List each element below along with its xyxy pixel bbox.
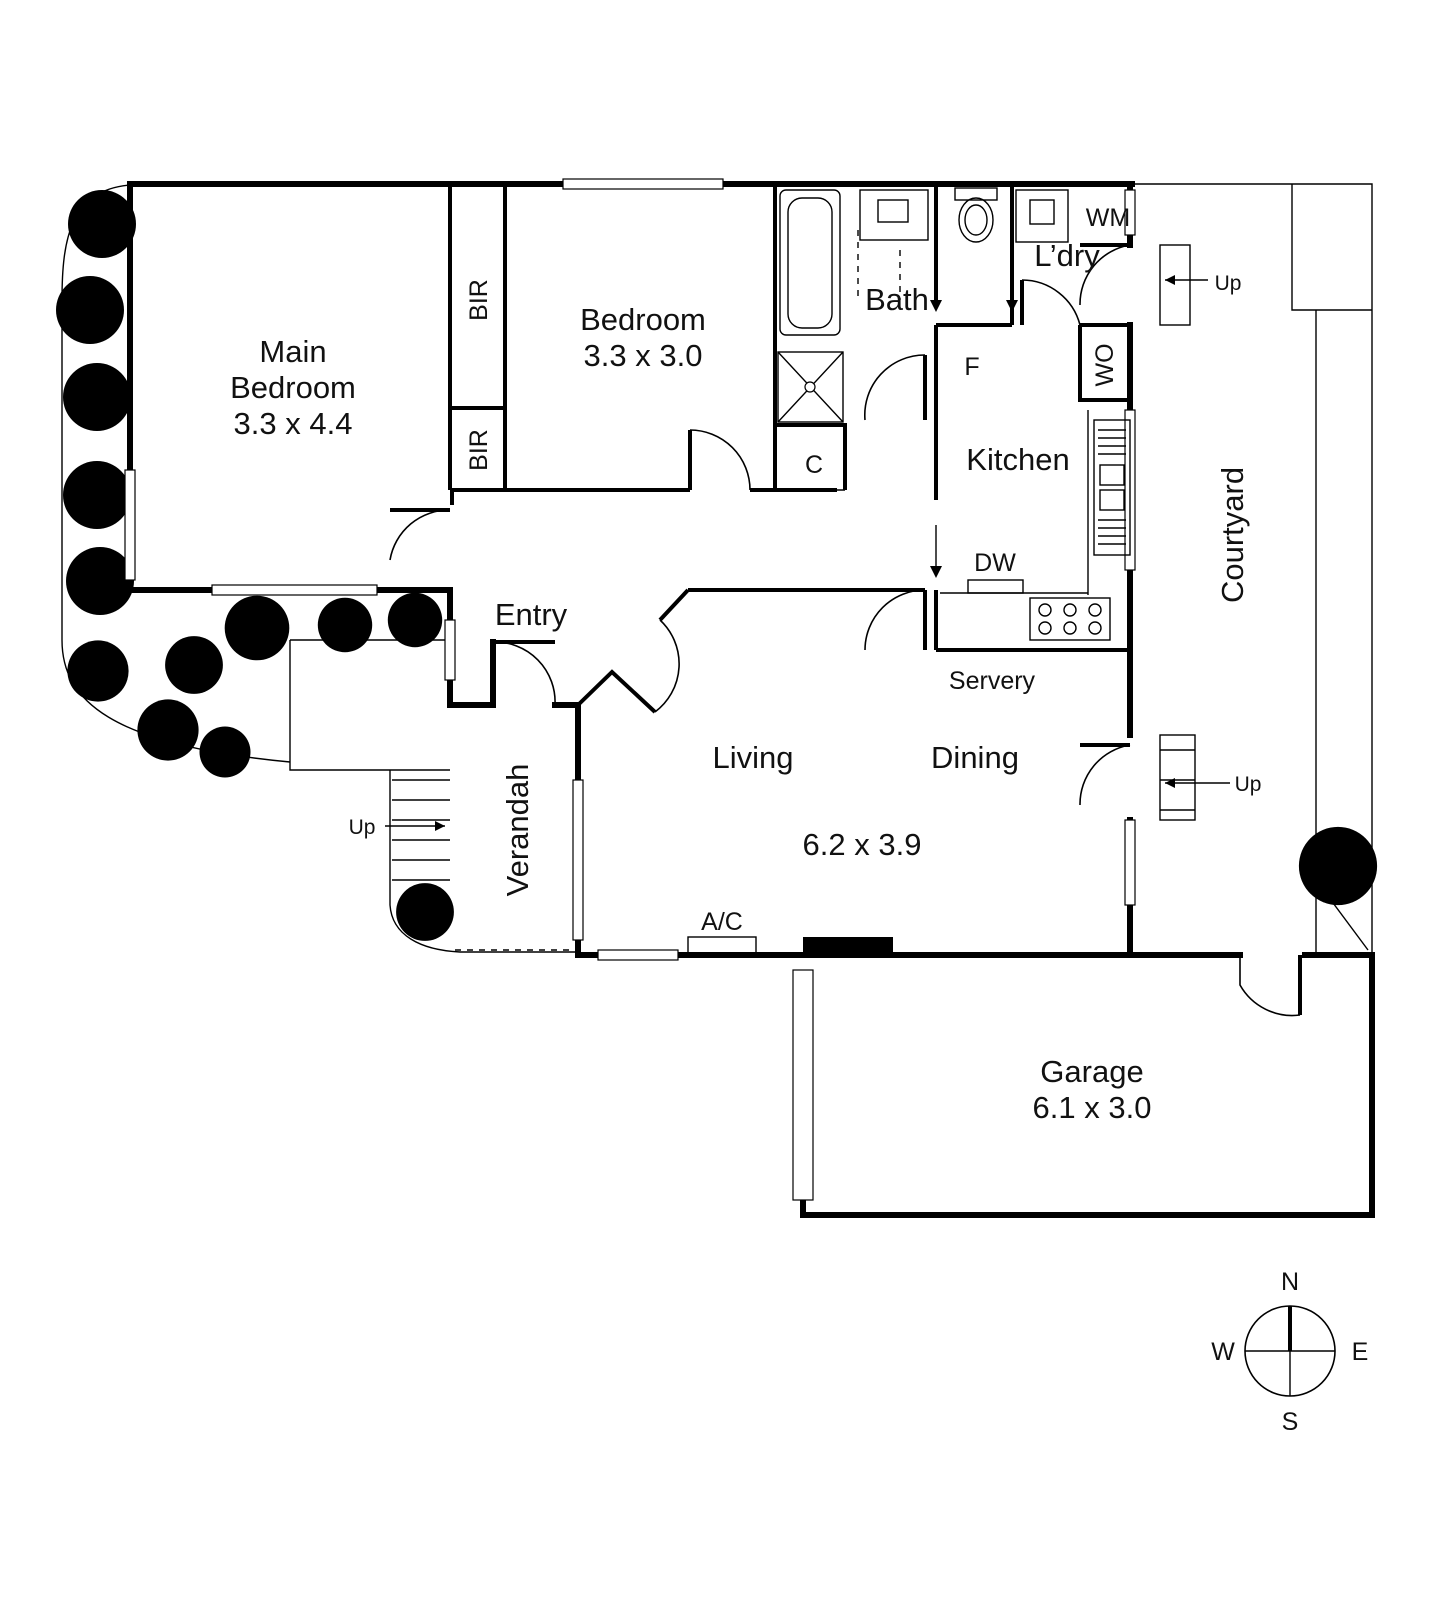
bedroom-size: 3.3 x 3.0 <box>584 338 703 373</box>
courtyard-boundary <box>1132 183 1373 955</box>
arrows <box>385 250 1230 831</box>
front-garden <box>61 184 575 953</box>
ac-label: A/C <box>701 908 743 936</box>
dining-label: Dining <box>931 740 1019 775</box>
room-labels: Main Bedroom 3.3 x 4.4 BIR BIR Bedroom 3… <box>230 204 1261 1125</box>
main-bedroom-label-2: Bedroom <box>230 370 356 405</box>
garage-walls <box>792 937 1375 1218</box>
wo-label: WO <box>1091 343 1119 386</box>
wm-label: WM <box>1086 204 1130 232</box>
laundry-label: L’dry <box>1034 238 1100 273</box>
fixtures <box>392 187 1196 956</box>
servery-label: Servery <box>949 667 1036 695</box>
dishwasher-label: DW <box>974 549 1016 577</box>
garage-size: 6.1 x 3.0 <box>1033 1090 1152 1125</box>
compass-south: S <box>1282 1408 1299 1436</box>
bir-label-2: BIR <box>465 429 493 471</box>
living-label: Living <box>713 740 794 775</box>
fridge-label: F <box>964 353 979 381</box>
garden-trees <box>50 184 1384 946</box>
garage-label: Garage <box>1040 1054 1143 1089</box>
main-bedroom-size: 3.3 x 4.4 <box>234 406 353 441</box>
stairs-up-label-front: Up <box>349 816 376 839</box>
bir-label-1: BIR <box>465 279 493 321</box>
bath-label: Bath <box>865 282 929 317</box>
compass-north: N <box>1281 1268 1299 1296</box>
exterior-walls <box>127 181 1375 958</box>
living-dining-size: 6.2 x 3.9 <box>803 827 922 862</box>
entry-label: Entry <box>495 597 568 632</box>
compass-west: W <box>1211 1338 1235 1366</box>
door-swings <box>389 244 1131 806</box>
verandah-label: Verandah <box>500 764 535 897</box>
linen-cupboard-label: C <box>805 451 823 479</box>
stairs-up-label-middle: Up <box>1235 773 1262 796</box>
courtyard-label: Courtyard <box>1215 467 1250 603</box>
compass-east: E <box>1352 1338 1369 1366</box>
main-bedroom-label-1: Main <box>259 334 326 369</box>
kitchen-label: Kitchen <box>966 442 1069 477</box>
bedroom-label: Bedroom <box>580 302 706 337</box>
stairs-up-label-top: Up <box>1215 272 1242 295</box>
compass-rose: N S E W <box>1211 1268 1368 1436</box>
